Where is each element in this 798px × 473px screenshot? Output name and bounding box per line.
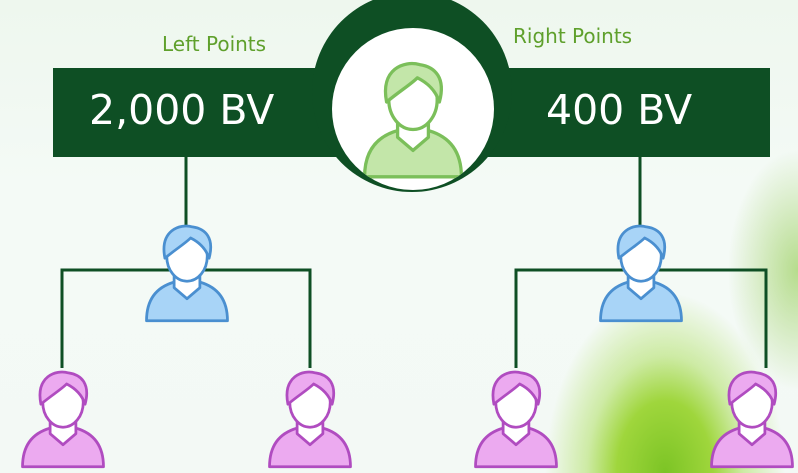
- left-points-label: Left Points: [162, 32, 267, 56]
- right-points-bar: [470, 68, 770, 157]
- right-points-label: Right Points: [513, 24, 633, 48]
- root-avatar: [332, 28, 494, 190]
- left-points-value: 2,000 BV: [89, 86, 275, 134]
- right-right-grandchild-person-icon: [710, 370, 794, 469]
- left-left-grandchild-person-icon: [21, 370, 105, 469]
- left-points-bar: [53, 68, 353, 157]
- person-icon: [362, 61, 464, 179]
- right-child-person-icon: [599, 224, 683, 323]
- left-child-person-icon: [145, 224, 229, 323]
- right-left-grandchild-person-icon: [474, 370, 558, 469]
- right-points-value: 400 BV: [546, 86, 693, 134]
- left-right-grandchild-person-icon: [268, 370, 352, 469]
